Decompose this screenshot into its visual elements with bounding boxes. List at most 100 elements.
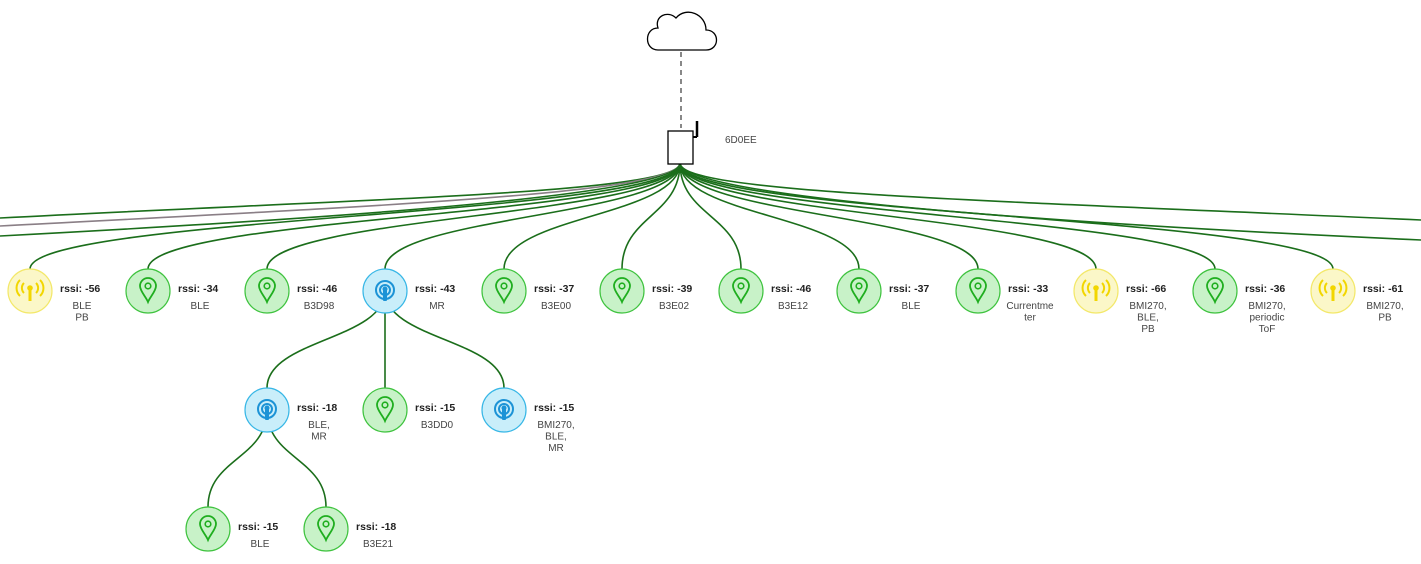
broadcast-icon [257,399,277,420]
map-pin-icon [376,396,394,424]
node-tag-line: MR [311,432,327,443]
node-tag-line: B3E00 [541,301,571,312]
gateway-node[interactable]: 6D0EE [667,121,757,165]
map-pin-icon [139,277,157,305]
antenna-icon [15,279,45,301]
link-offscreen-right-1 [679,162,1421,221]
node-tag-line: BLE [73,301,92,312]
gateway-label: 6D0EE [725,135,757,146]
map-pin-icon [258,277,276,305]
map-pin-icon [969,277,987,305]
node-tag-line: B3DD0 [421,420,454,431]
node-circle [185,506,231,552]
node-circle [125,268,171,314]
rssi-label: rssi: -15 [534,402,574,414]
node-tag-line: B3E21 [363,539,393,550]
node-tag-line: BMI270, [1248,301,1285,312]
rssi-label: rssi: -33 [1008,283,1048,295]
link-offscreen-left-3 [0,162,681,237]
link-gateway-n3 [266,162,681,270]
rssi-label: rssi: -46 [297,283,337,295]
node-tag-line: MR [429,301,445,312]
map-pin-icon [199,515,217,543]
link-gateway-n2 [147,162,681,270]
node-tag-line: BLE [191,301,210,312]
rssi-label: rssi: -15 [238,521,278,533]
link-gateway-n10 [679,162,1097,270]
map-pin-icon [1206,277,1224,305]
rssi-label: rssi: -18 [297,402,337,414]
node-tag-line: BMI270, [537,420,574,431]
link-gateway-n5 [503,162,681,270]
rssi-label: rssi: -61 [1363,283,1403,295]
node-circle [955,268,1001,314]
link-gateway-n7 [679,162,742,270]
node-circle [718,268,764,314]
link-offscreen-left-1 [0,162,681,219]
node-tag-line: B3E02 [659,301,689,312]
node-tag-line: BLE [251,539,270,550]
node-tag-line: PB [1378,313,1392,324]
node-tag-line: PB [75,313,89,324]
map-pin-icon [495,277,513,305]
link-gateway-n8 [679,162,860,270]
rssi-label: rssi: -34 [178,283,218,295]
broadcast-icon [494,399,514,420]
antenna-icon [1318,279,1348,301]
node-tag-line: BLE [902,301,921,312]
map-pin-icon [850,277,868,305]
node-circle [303,506,349,552]
rssi-label: rssi: -66 [1126,283,1166,295]
gateway-antenna-icon [667,121,699,165]
node-circle [599,268,645,314]
rssi-label: rssi: -46 [771,283,811,295]
node-tag-line: BLE, [308,420,330,431]
link-gateway-n9 [679,162,979,270]
link-gateway-n6 [621,162,681,270]
rssi-label: rssi: -43 [415,283,455,295]
link-offscreen-right-2 [679,162,1421,241]
rssi-label: rssi: -37 [534,283,574,295]
antenna-icon [1081,279,1111,301]
rssi-label: rssi: -36 [1245,283,1285,295]
rssi-label: rssi: -15 [415,402,455,414]
node-circle [1192,268,1238,314]
node-tag-line: B3E12 [778,301,808,312]
node-tag-line: Currentme [1006,301,1054,312]
map-pin-icon [732,277,750,305]
node-tag-line: B3D98 [304,301,335,312]
node-circle [244,268,290,314]
node-tag-line: BLE, [545,432,567,443]
node-circle [362,387,408,433]
link-gateway-n11 [679,162,1216,270]
node-tag-line: BMI270, [1366,301,1403,312]
node-tag-line: periodic [1249,313,1284,324]
node-circle [836,268,882,314]
node-tag-line: ToF [1259,324,1276,335]
broadcast-icon [375,280,395,301]
map-pin-icon [317,515,335,543]
link-gateway-n4 [384,162,681,270]
node-tag-line: ter [1024,313,1036,324]
rssi-label: rssi: -37 [889,283,929,295]
node-tag-line: MR [548,443,564,454]
